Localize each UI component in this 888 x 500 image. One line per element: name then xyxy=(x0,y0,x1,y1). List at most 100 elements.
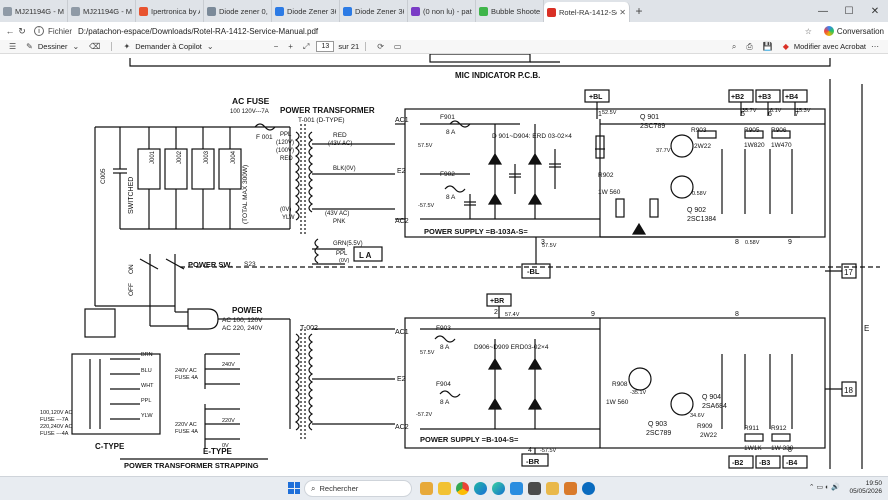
site-icon xyxy=(343,6,352,16)
r912-value: 1W 330 xyxy=(771,445,794,452)
mail-icon xyxy=(411,6,420,16)
site-icon xyxy=(207,6,216,16)
j004-label: J004 xyxy=(231,150,237,164)
r911-value: 1W1K xyxy=(744,445,762,452)
draw-button[interactable]: Dessiner xyxy=(37,42,68,51)
copilot-icon xyxy=(823,26,834,36)
chevron-down-icon[interactable]: ⌄ xyxy=(72,42,80,51)
r909-value: 2W22 xyxy=(700,432,717,439)
tab-8-active[interactable]: Rotel-RA-1412-Service-Manu✕ xyxy=(544,2,630,22)
eraser-icon[interactable]: ⌫ xyxy=(89,42,101,51)
mb2-label: -B2 xyxy=(732,460,743,467)
hp-icon[interactable] xyxy=(582,482,595,495)
chrome-icon[interactable] xyxy=(456,482,469,495)
wht-label: WHT xyxy=(141,383,154,389)
layout-icon[interactable]: ▭ xyxy=(393,42,402,51)
tab-5[interactable]: Diode Zener 36V / 500mW xyxy=(340,0,408,22)
plus-bl-label: +BL xyxy=(589,94,603,101)
ylw-s-label: YLW xyxy=(141,413,153,419)
widgets-icon[interactable] xyxy=(420,482,433,495)
node-9b: 9 xyxy=(591,311,595,318)
refresh-icon[interactable]: ↻ xyxy=(18,25,26,36)
search-icon[interactable]: ⌕ xyxy=(731,41,737,51)
maximize-button[interactable]: ☐ xyxy=(844,5,854,17)
j003-label: J003 xyxy=(204,150,210,164)
tab-2[interactable]: Ipertronica by AGS | Boutiq xyxy=(136,0,204,22)
brn-label: BRN xyxy=(141,352,153,358)
node-8: 8 xyxy=(735,239,739,246)
rotate-icon[interactable]: ⟳ xyxy=(377,42,384,51)
more-icon[interactable]: ⋯ xyxy=(871,42,879,51)
pdf-document-view[interactable]: MIC INDICATOR P.C.B. AC FUSE 100 120V---… xyxy=(0,54,888,476)
e2b-label: E2 xyxy=(397,376,406,383)
r902-label: R902 xyxy=(598,172,614,179)
search-icon: ⌕ xyxy=(311,483,316,493)
c-fuse2-label: FUSE ---7A xyxy=(40,417,69,423)
f902-label: F902 xyxy=(440,171,455,178)
fuse-220b-label: FUSE 4A xyxy=(175,429,198,435)
favorite-star-icon[interactable]: ☆ xyxy=(804,26,812,36)
conversation-label: Conversation xyxy=(836,26,884,36)
tab-3[interactable]: Diode zener 0,5W tension cl xyxy=(204,0,272,22)
back-icon[interactable]: ← xyxy=(5,26,15,36)
clock[interactable]: 19:50 05/05/2026 xyxy=(849,480,882,496)
node-4: 4 xyxy=(528,447,532,454)
tab-6[interactable]: (0 non lu) - patachon2002@ xyxy=(408,0,476,22)
pen-icon[interactable]: ✎ xyxy=(26,42,33,51)
app-icon[interactable] xyxy=(564,482,577,495)
ask-copilot-button[interactable]: Demander à Copilot xyxy=(135,42,202,51)
edge-icon[interactable] xyxy=(474,482,487,495)
address-bar: ← ↻ i Fichier D:/patachon-espace/Downloa… xyxy=(0,22,888,40)
node-3: 3 xyxy=(541,239,545,246)
mic-indicator-label: MIC INDICATOR P.C.B. xyxy=(455,71,540,80)
fit-page-icon[interactable]: ⤢ xyxy=(302,41,310,51)
r906-value: 1W470 xyxy=(771,142,792,149)
acrobat-icon: ◆ xyxy=(782,42,789,51)
b3-label: +B3 xyxy=(758,94,771,101)
f901-label: F901 xyxy=(440,114,455,121)
app-icon[interactable] xyxy=(528,482,541,495)
tray-icons[interactable]: ⌃ ▭ ◐ 🔊 xyxy=(808,484,840,491)
v377-label: 37.7V xyxy=(656,148,671,154)
c-fuse1-label: 100,120V AC xyxy=(40,410,72,416)
zoom-in-icon[interactable]: + xyxy=(288,42,293,51)
switched-label: SWITCHED xyxy=(128,177,135,214)
copilot-conversation-button[interactable]: Conversation xyxy=(823,26,884,36)
tab-4[interactable]: Diode Zener 36V / 500mW xyxy=(272,0,340,22)
new-tab-button[interactable]: + xyxy=(635,4,643,18)
start-button[interactable] xyxy=(288,482,300,494)
tab-0[interactable]: MJ21194G - MJ 21194G ON xyxy=(0,0,68,22)
folder-icon[interactable] xyxy=(546,482,559,495)
tab-1[interactable]: MJ21194G - MJ 21194G ON xyxy=(68,0,136,22)
node-2: 2 xyxy=(494,309,498,316)
zoom-out-icon[interactable]: − xyxy=(273,42,279,51)
print-icon[interactable]: ⎙ xyxy=(746,41,753,51)
close-window-button[interactable]: ✕ xyxy=(870,5,880,17)
clock-time: 19:50 xyxy=(865,480,882,487)
chevron-down-icon[interactable]: ⌄ xyxy=(206,42,214,51)
edit-acrobat-button[interactable]: Modifier avec Acrobat xyxy=(793,42,866,51)
c-fuse3-label: 220,240V AC xyxy=(40,424,72,430)
taskbar-search[interactable]: ⌕Rechercher xyxy=(304,480,412,497)
node-18: 18 xyxy=(844,386,853,395)
url-input[interactable]: D:/patachon-espace/Downloads/Rotel-RA-14… xyxy=(78,26,319,36)
menu-icon[interactable]: ☰ xyxy=(9,42,17,51)
minimize-button[interactable]: — xyxy=(818,5,828,17)
windows-taskbar: ⌕Rechercher ⌃ ▭ ◐ 🔊 19:50 05/05/2026 xyxy=(0,476,888,500)
save-icon[interactable]: 💾 xyxy=(762,42,773,51)
fuse-240-label: 240V AC xyxy=(175,368,197,374)
v525-label: 52.5V xyxy=(602,110,617,116)
q901-label: Q 901 xyxy=(640,114,659,121)
close-icon[interactable]: ✕ xyxy=(619,7,626,17)
r911-label: R911 xyxy=(744,425,759,432)
info-icon[interactable]: i xyxy=(34,26,44,36)
tab-7[interactable]: Bubble Shooter - WildTangen xyxy=(476,0,544,22)
file-explorer-icon[interactable] xyxy=(438,482,451,495)
page-number-input[interactable]: 13 xyxy=(316,41,335,52)
ps-b-label: POWER SUPPLY =B-104-S= xyxy=(420,435,519,444)
photos-icon[interactable] xyxy=(510,482,523,495)
f902-amp: 8 A xyxy=(446,194,456,201)
edge-dev-icon[interactable] xyxy=(492,482,505,495)
page-count: sur 21 xyxy=(338,42,360,51)
blk-label: BLK(0V) xyxy=(333,166,356,172)
